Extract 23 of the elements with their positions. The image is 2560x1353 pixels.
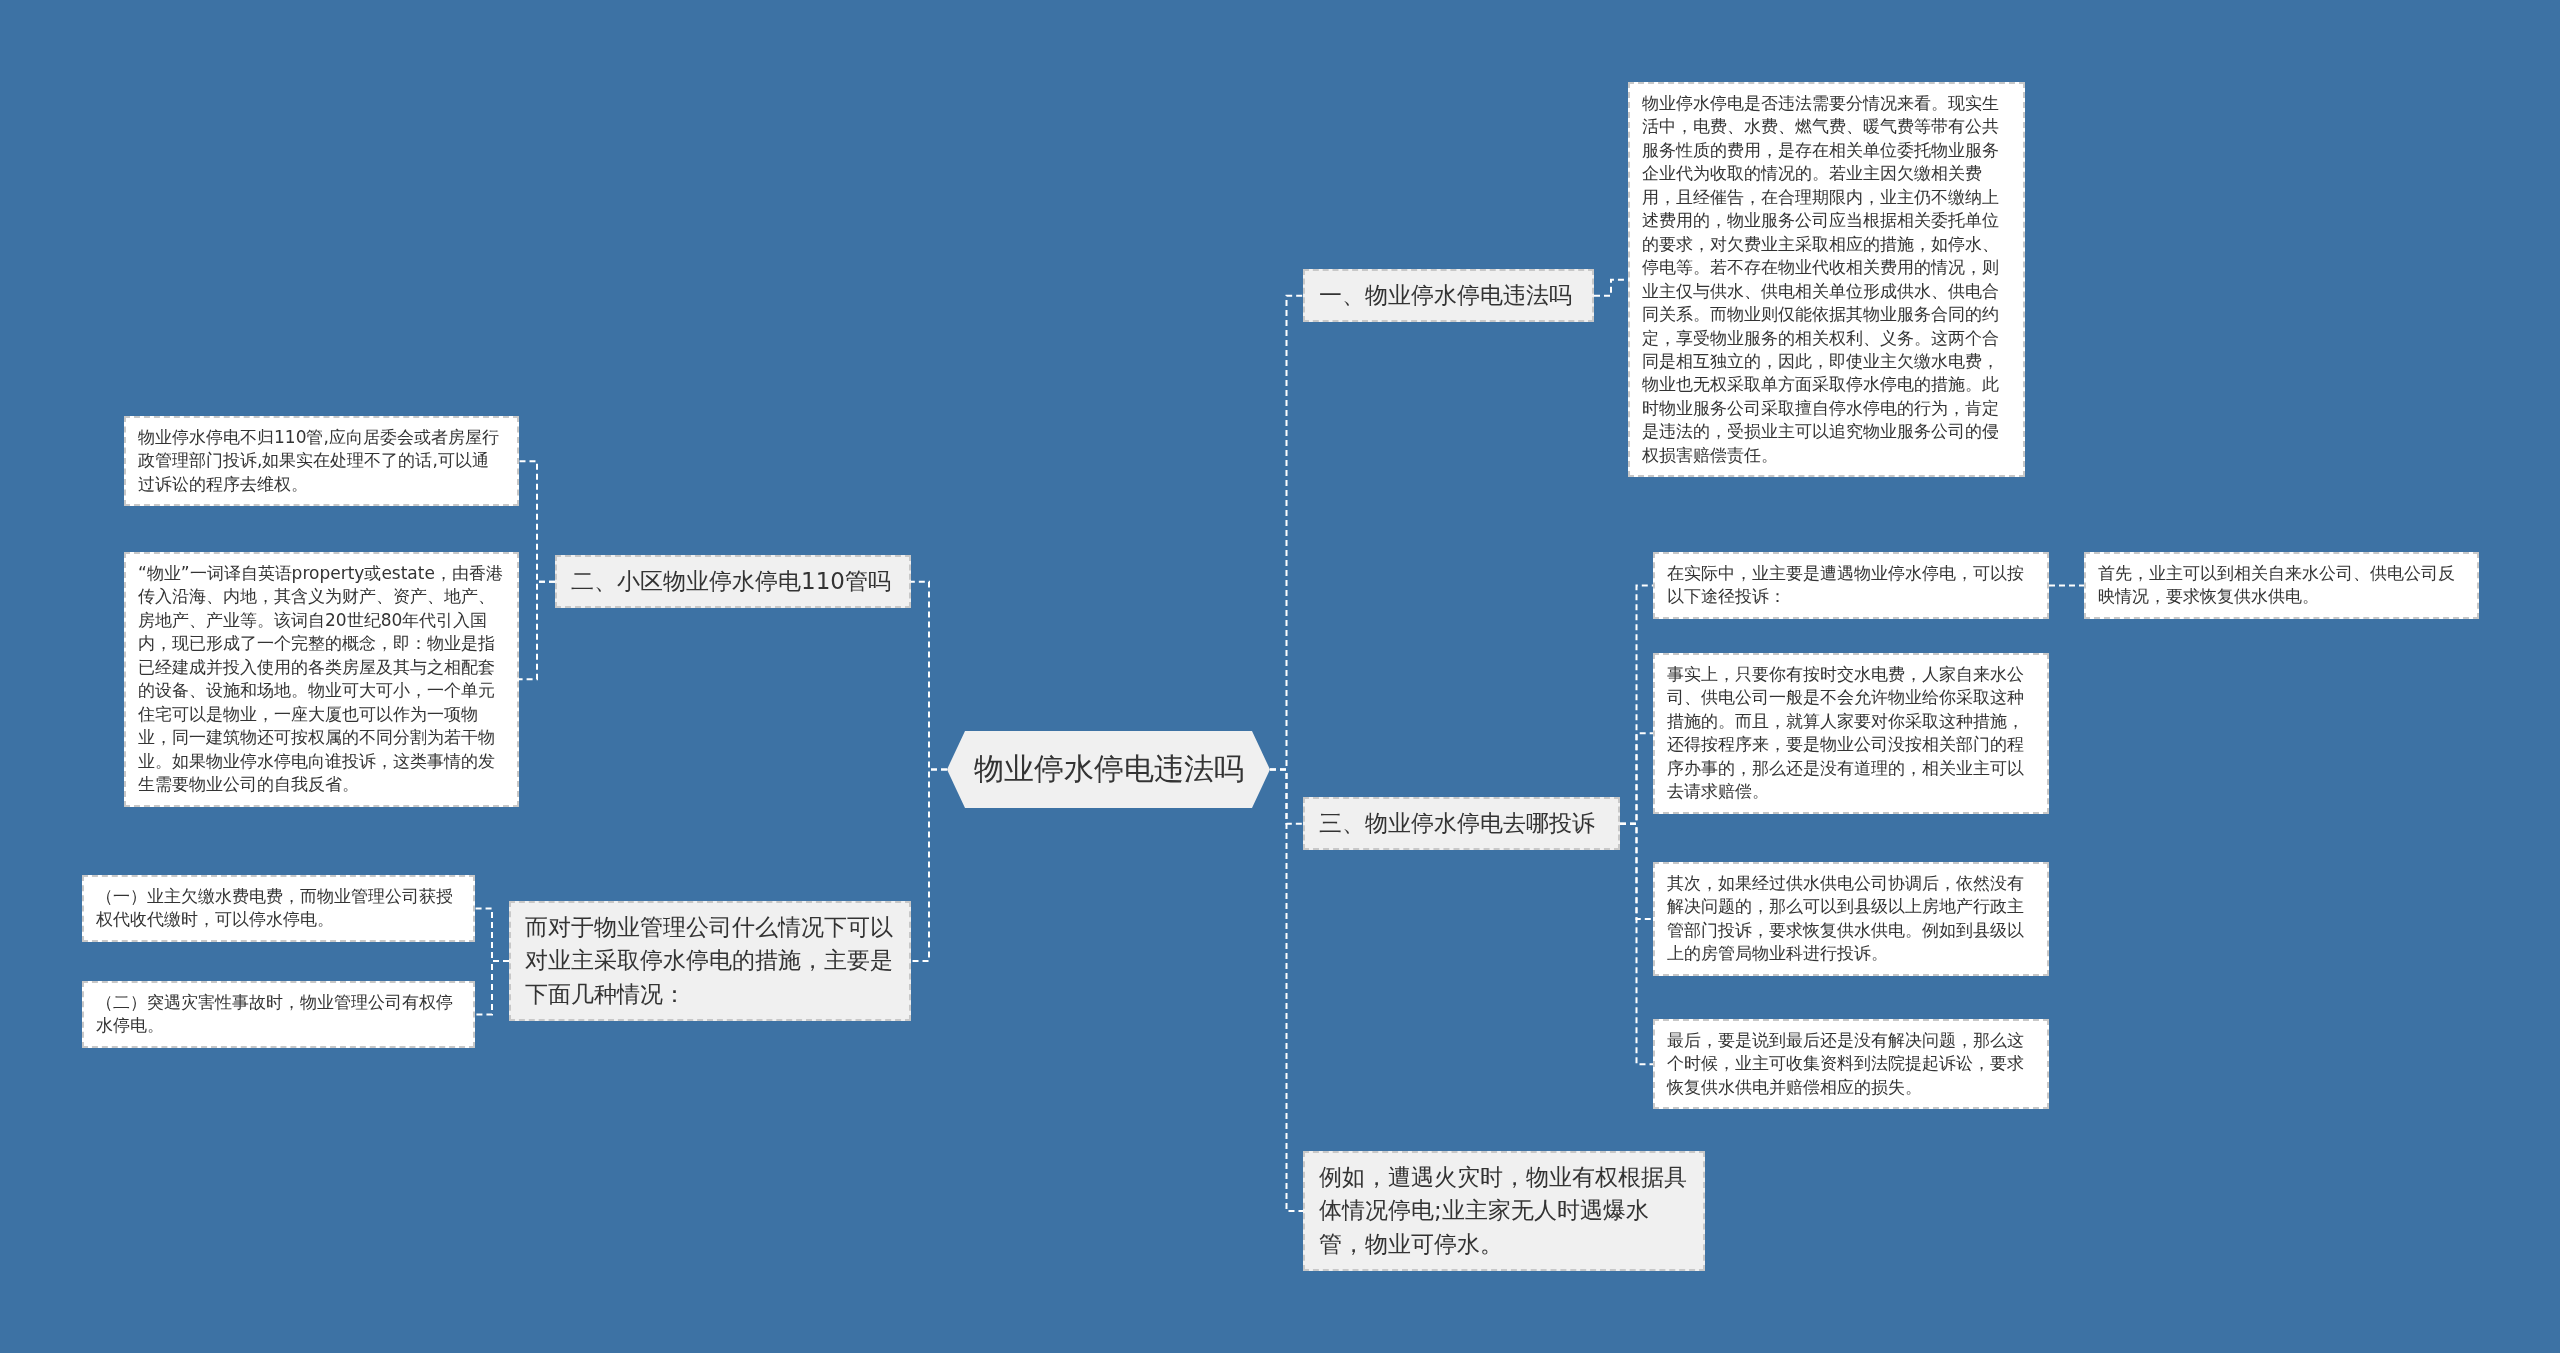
note-box: “物业”一词译自英语property或estate，由香港传入沿海、内地，其含义为财产、资产、地产、房地产、产业等。该词自20世纪80年代引入国内，现已形成了一个完整的概念，即：物业是指已经建成并投入使用的各类房屋及其与之相配套的设备、设施和场地。物业可大可小，一个单元住宅可以是物业，一座大厦也可以作为一项物业，同一建筑物还可按权属的不同分割为若干物业。如果物业停水停电向谁投诉，这类事情的发生需要物业公司的自我反省。 bbox=[124, 552, 519, 807]
central-topic-hexagon bbox=[947, 731, 1270, 808]
branch-topic-box: 而对于物业管理公司什么情况下可以对业主采取停水停电的措施，主要是下面几种情况： bbox=[509, 901, 911, 1022]
note-box: 首先，业主可以到相关自来水公司、供电公司反映情况，要求恢复供水供电。 bbox=[2084, 552, 2479, 619]
note-box: 事实上，只要你有按时交水电费，人家自来水公司、供电公司一般是不会允许物业给你采取这种措施的。而且，就算人家要对你采取这种措施，还得按程序来，要是物业公司没按相关部门的程序办事的，那么还是没有道理的，相关业主可以去请求赔偿。 bbox=[1653, 653, 2049, 814]
connector-line bbox=[1619, 822, 1654, 1066]
connector-line bbox=[518, 580, 556, 681]
note-box: 物业停水停电是否违法需要分情况来看。现实生活中，电费、水费、燃气费、暖气费等带有公共服务性质的费用，是存在相关单位委托物业服务企业代为收取的情况的。若业主因欠缴相关费用，且经催告，在合理期限内，业主仍不缴纳上述费用的，物业服务公司应当根据相关委托单位的要求，对欠费业主采取相应的措施，如停水、停电等。若不存在物业代收相关费用的情况，则业主仅与供水、供电相关单位形成供水、供电合同关系。而物业则仅能依据其物业服务合同的约定，享受物业服务的相关权利、义务。这两个合同是相互独立的，因此，即使业主欠缴水电费，物业也无权采取单方面采取停水停电的措施。此时物业服务公司采取擅自停水停电的行为，肯定是违法的，受损业主可以追究物业服务公司的侵权损害赔偿责任。 bbox=[1628, 82, 2025, 478]
note-box: 物业停水停电不归110管,应向居委会或者房屋行政管理部门投诉,如果实在处理不了的话,可以通过诉讼的程序去维权。 bbox=[124, 416, 519, 507]
topic-text: 物业停水停电违法吗 bbox=[973, 750, 1244, 788]
note-box: 在实际中，业主要是遭遇物业停水停电，可以按以下途径投诉： bbox=[1653, 552, 2049, 619]
note-box: （一）业主欠缴水费电费，而物业管理公司获授权代收代缴时，可以停水停电。 bbox=[82, 875, 475, 942]
note-box: 其次，如果经过供水供电公司协调后，依然没有解决问题的，那么可以到县级以上房地产行政主管部门投诉，要求恢复供水供电。例如到县级以上的房管局物业科进行投诉。 bbox=[1653, 862, 2049, 976]
branch-topic-box: 一、物业停水停电违法吗 bbox=[1303, 269, 1594, 323]
branch-topic-box: 三、物业停水停电去哪投诉 bbox=[1303, 797, 1620, 851]
note-box: 最后，要是说到最后还是没有解决问题，那么这个时候，业主可收集资料到法院提起诉讼，要求恢复供水供电并赔偿相应的损失。 bbox=[1653, 1019, 2049, 1110]
note-box: （二）突遇灾害性事故时，物业管理公司有权停水停电。 bbox=[82, 981, 475, 1048]
branch-topic-box: 例如，遭遇火灾时，物业有权根据具体情况停电;业主家无人时遇爆水管，物业可停水。 bbox=[1303, 1151, 1705, 1272]
connector-line bbox=[1269, 768, 1304, 1212]
branch-topic-box: 二、小区物业停水停电110管吗 bbox=[555, 555, 911, 609]
connector-line bbox=[910, 768, 948, 962]
connector-line bbox=[2048, 584, 2085, 587]
connector-line bbox=[474, 960, 510, 1016]
